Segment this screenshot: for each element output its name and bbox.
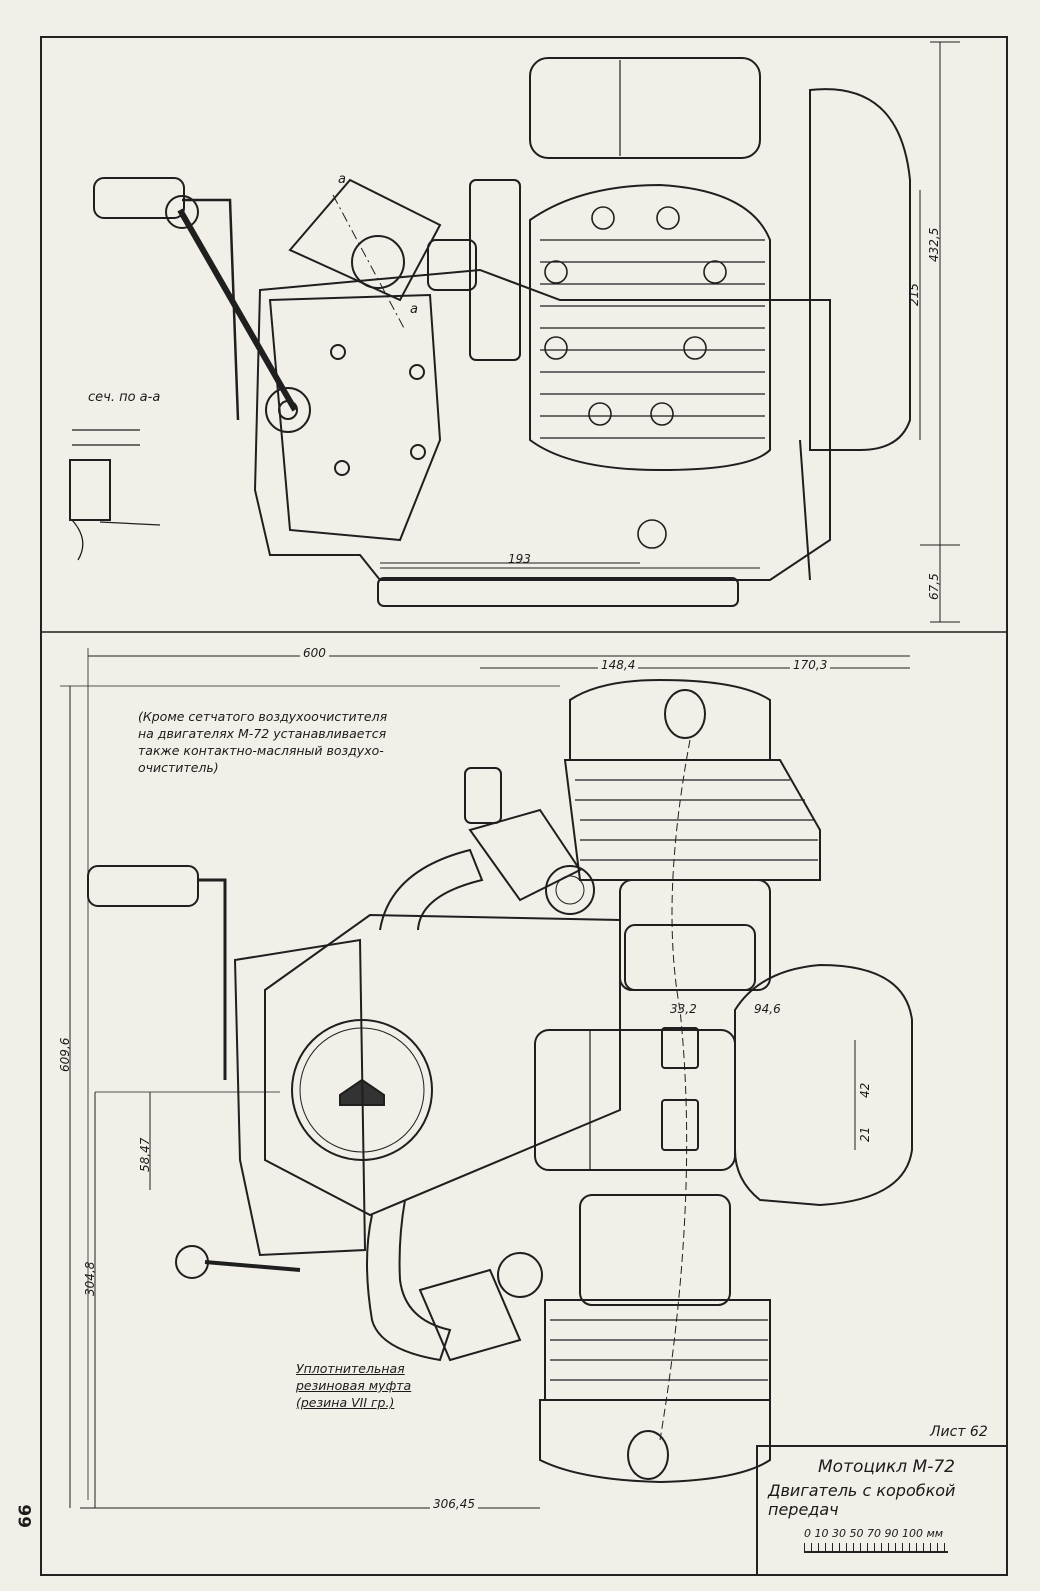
page-number: 66	[16, 1504, 36, 1528]
note-line-2: на двигателях М-72 устанавливается	[138, 726, 387, 741]
top-side-view	[69, 41, 960, 623]
scale-labels: 0 10 30 50 70 90 100 мм	[804, 1527, 944, 1540]
dim-94-6: 94,6	[754, 1002, 781, 1016]
section-label: сеч. по а-а	[88, 390, 161, 405]
dim-215: 215	[907, 283, 921, 306]
top-plan-view	[60, 648, 913, 1509]
note-line-3: также контактно-масляный воздухо-	[138, 743, 384, 758]
dim-67-5: 67,5	[927, 573, 941, 600]
sheet-label: Лист 62	[930, 1424, 988, 1440]
coupling-line-1: Уплотнительная	[296, 1361, 405, 1376]
coupling-label: Уплотнительная резиновая муфта (резина V…	[296, 1360, 411, 1411]
coupling-line-3: (резина VII гр.)	[296, 1395, 395, 1410]
drawing-frame	[40, 36, 1008, 1576]
dim-58-47: 58,47	[138, 1137, 152, 1172]
dim-609-6: 609,6	[58, 1037, 72, 1072]
dim-148-4: 148,4	[598, 658, 639, 672]
coupling-line-2: резиновая муфта	[296, 1378, 412, 1393]
note-line-1: (Кроме сетчатого воздухоочистителя	[138, 709, 388, 724]
dim-306-45: 306,45	[430, 1497, 478, 1511]
section-marker-top: а	[338, 172, 346, 187]
title-line-2: Двигатель с коробкой передач	[768, 1481, 956, 1519]
dim-170-3: 170,3	[790, 658, 831, 672]
dim-42: 42	[858, 1082, 872, 1098]
dim-33-2: 33,2	[670, 1002, 697, 1016]
title-line-1: Мотоцикл М-72	[818, 1457, 955, 1477]
air-filter-note: (Кроме сетчатого воздухоочистителя на дв…	[138, 708, 387, 776]
dim-21: 21	[858, 1126, 872, 1142]
note-line-4: очиститель)	[138, 760, 219, 775]
dim-304-8: 304,8	[83, 1261, 97, 1296]
section-marker-bottom: а	[410, 302, 418, 317]
dim-432-5: 432,5	[927, 227, 941, 262]
dim-600: 600	[300, 646, 329, 660]
title-block: Мотоцикл М-72 Двигатель с коробкой перед…	[756, 1445, 1008, 1576]
dim-193: 193	[508, 552, 531, 566]
scale-bar: 0 10 30 50 70 90 100 мм	[804, 1527, 948, 1553]
scale-ticks	[804, 1543, 948, 1553]
